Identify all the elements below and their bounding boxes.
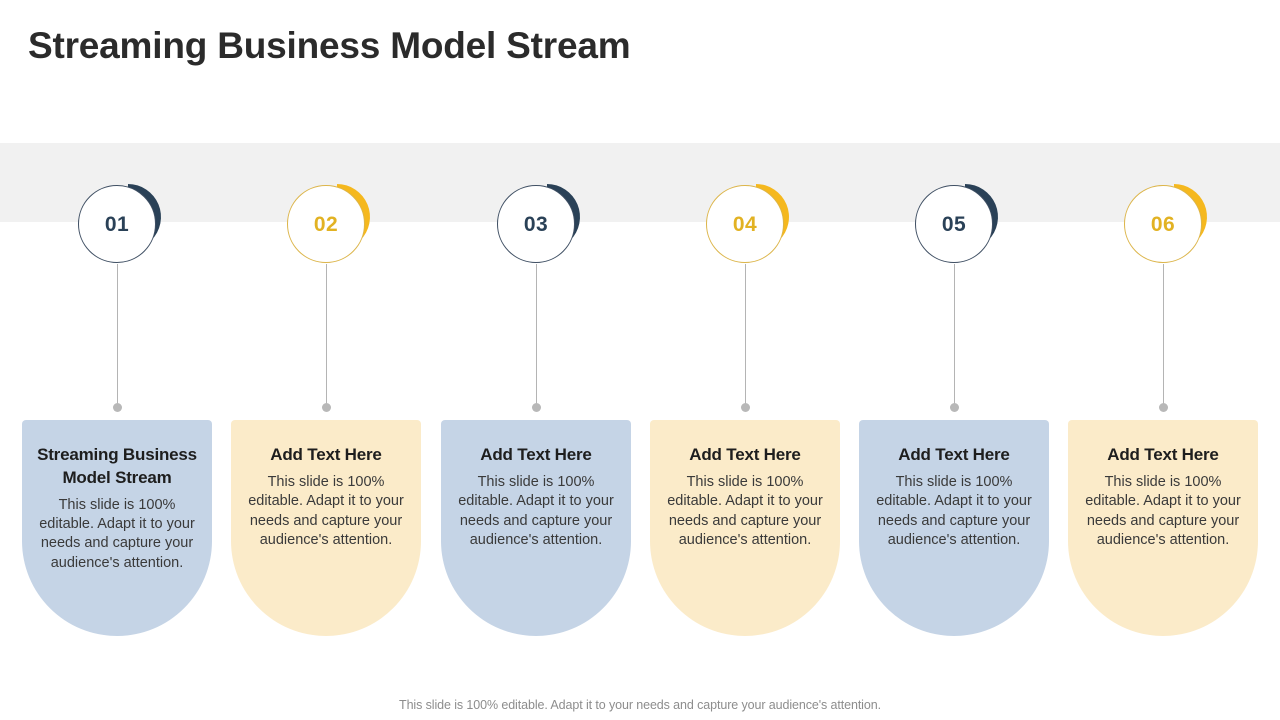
step-number-circle[interactable]: 05 bbox=[915, 185, 993, 263]
timeline-band bbox=[0, 143, 1280, 222]
card-body-text: This slide is 100% editable. Adapt it to… bbox=[876, 473, 1032, 548]
step-number-circle[interactable]: 06 bbox=[1124, 185, 1202, 263]
card-title: Add Text Here bbox=[270, 445, 382, 464]
card-body-text: This slide is 100% editable. Adapt it to… bbox=[39, 496, 195, 571]
step-marker[interactable]: 04 bbox=[706, 184, 789, 263]
step-number-label: 05 bbox=[941, 212, 967, 236]
step-number-label: 04 bbox=[732, 212, 758, 236]
page-title: Streaming Business Model Stream bbox=[28, 25, 631, 66]
footer-note: This slide is 100% editable. Adapt it to… bbox=[399, 698, 881, 712]
step-number-circle[interactable]: 03 bbox=[497, 185, 575, 263]
step-marker[interactable]: 03 bbox=[497, 184, 580, 263]
connector-dot bbox=[531, 403, 541, 412]
connector-line bbox=[1162, 264, 1164, 408]
connector-line bbox=[744, 264, 746, 408]
card-body-text: This slide is 100% editable. Adapt it to… bbox=[667, 473, 823, 548]
step-number-circle[interactable]: 02 bbox=[287, 185, 365, 263]
card-body-text: This slide is 100% editable. Adapt it to… bbox=[458, 473, 614, 548]
connector-line bbox=[325, 264, 327, 408]
card-body-text: This slide is 100% editable. Adapt it to… bbox=[1085, 473, 1241, 548]
step-number-label: 06 bbox=[1150, 212, 1176, 236]
step-number-circle[interactable]: 01 bbox=[78, 185, 156, 263]
connector-line bbox=[116, 264, 118, 408]
connector-line bbox=[535, 264, 537, 408]
step-marker[interactable]: 02 bbox=[287, 184, 370, 263]
card-body-text: This slide is 100% editable. Adapt it to… bbox=[248, 473, 404, 548]
step-number-label: 03 bbox=[523, 212, 549, 236]
card-title: Streaming Business Model Stream bbox=[37, 445, 197, 487]
step-marker[interactable]: 06 bbox=[1124, 184, 1207, 263]
connector-line bbox=[953, 264, 955, 408]
connector-dot bbox=[740, 403, 750, 412]
step-number-circle[interactable]: 04 bbox=[706, 185, 784, 263]
card-title: Add Text Here bbox=[689, 445, 801, 464]
connector-dot bbox=[1158, 403, 1168, 412]
card-title: Add Text Here bbox=[898, 445, 1010, 464]
step-marker[interactable]: 05 bbox=[915, 184, 998, 263]
step-number-label: 02 bbox=[313, 212, 339, 236]
step-number-label: 01 bbox=[104, 212, 130, 236]
card-title: Add Text Here bbox=[1107, 445, 1219, 464]
connector-dot bbox=[112, 403, 122, 412]
card-title: Add Text Here bbox=[480, 445, 592, 464]
connector-dot bbox=[321, 403, 331, 412]
step-marker[interactable]: 01 bbox=[78, 184, 161, 263]
connector-dot bbox=[949, 403, 959, 412]
